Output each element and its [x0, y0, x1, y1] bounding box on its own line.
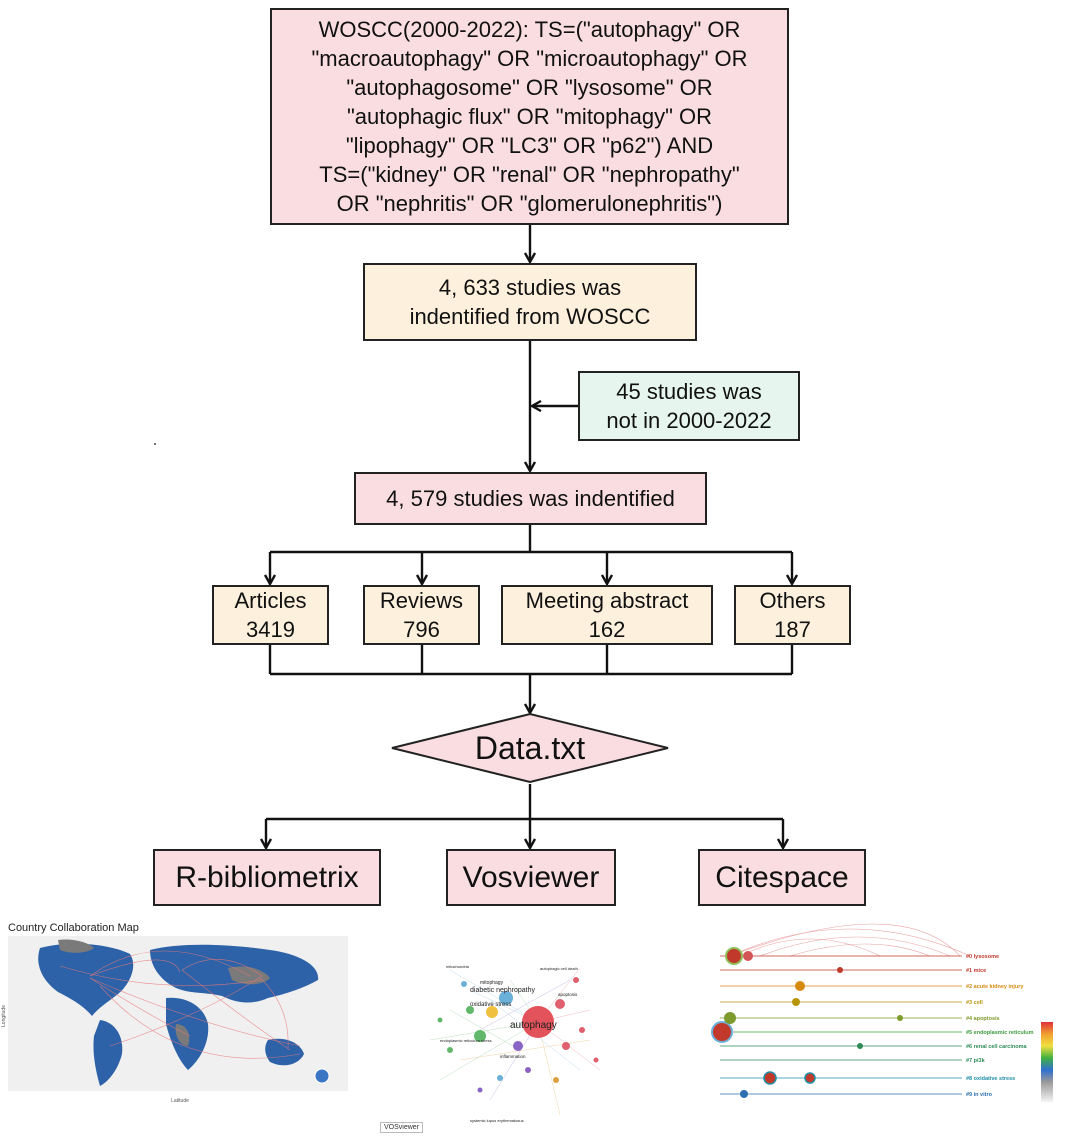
vos-word: mitochondria	[446, 964, 470, 969]
category-count: 162	[588, 617, 626, 642]
map-x-label: Latitude	[171, 1098, 189, 1104]
collaboration-links	[59, 950, 301, 1059]
category-meeting-abstract: Meeting abstract 162	[501, 585, 713, 645]
category-label: Articles	[234, 588, 307, 613]
category-reviews: Reviews 796	[363, 585, 480, 645]
query-line: "autophagosome" OR "lysosome" OR	[346, 75, 713, 100]
excluded-line: 45 studies was	[616, 379, 762, 404]
identified-box: 4, 633 studies was indentified from WOSC…	[363, 263, 697, 341]
data-diamond	[391, 712, 669, 784]
vos-nodes	[437, 977, 599, 1093]
cite-nodes	[711, 947, 903, 1098]
cite-timelines	[720, 955, 962, 1095]
identified-line: 4, 633 studies was	[438, 275, 622, 300]
data-node-label: Data.txt	[474, 729, 586, 766]
map-title: Country Collaboration Map	[8, 922, 139, 934]
query-line: "macroautophagy" OR "microautophagy" OR	[311, 46, 748, 71]
search-query-box: WOSCC(2000-2022): TS=("autophagy" OR "ma…	[270, 8, 789, 225]
cite-arcs	[729, 923, 971, 957]
query-line: OR "nephritis" OR "glomerulonephritis")	[336, 191, 723, 216]
query-line: "lipophagy" OR "LC3" OR "p62") AND	[345, 133, 714, 158]
stray-dot	[154, 443, 156, 445]
category-label: Reviews	[379, 588, 464, 613]
category-count: 3419	[246, 617, 295, 642]
vosviewer-network: autophagy diabetic nephropathy oxidative…	[429, 964, 601, 1123]
cite-cluster-label: #6 renal cell carcinoma	[966, 1044, 1027, 1050]
excluded-line: not in 2000-2022	[606, 408, 772, 433]
query-line: WOSCC(2000-2022): TS=("autophagy" OR	[318, 17, 741, 42]
tool-bibliometrix: R-bibliometrix	[153, 849, 381, 906]
cite-cluster-label: #1 mice	[966, 968, 986, 974]
cite-cluster-label: #3 cell	[966, 1000, 983, 1006]
category-count: 187	[774, 617, 811, 642]
vos-word: oxidative stress	[470, 1002, 511, 1008]
category-count: 796	[403, 617, 440, 642]
vos-word: mitophagy	[480, 980, 504, 986]
query-line: TS=("kidney" OR "renal" OR "nephropathy"	[319, 162, 740, 187]
category-articles: Articles 3419	[212, 585, 329, 645]
category-others: Others 187	[734, 585, 851, 645]
cite-cluster-label: #0 lysosome	[966, 954, 999, 960]
cite-cluster-label: #2 acute kidney injury	[966, 984, 1024, 990]
citespace-timeline: #0 lysosome #1 mice #2 acute kidney inju…	[700, 922, 1062, 1117]
vos-word: autophagic cell death	[540, 966, 578, 971]
tool-citespace: Citespace	[698, 849, 866, 906]
cite-cluster-label: #8 oxidative stress	[966, 1076, 1015, 1082]
cite-color-scale	[1041, 1022, 1053, 1102]
vos-word: apoptosis	[558, 992, 578, 997]
tool-label: R-bibliometrix	[175, 860, 359, 894]
vos-word: systemic lupus erythematosus	[470, 1118, 524, 1123]
cite-cluster-label: #9 in vitro	[966, 1092, 993, 1098]
cite-cluster-label: #7 pi3k	[966, 1058, 986, 1064]
map-logo-icon	[314, 1068, 330, 1084]
excluded-box: 45 studies was not in 2000-2022	[578, 371, 800, 441]
tool-label: Vosviewer	[462, 860, 600, 894]
vos-word: inflammation	[500, 1054, 526, 1059]
cite-cluster-label: #4 apoptosis	[966, 1016, 1000, 1022]
map-y-label: Longitude	[1, 1005, 7, 1027]
tool-vosviewer: Vosviewer	[446, 849, 616, 906]
tool-label: Citespace	[715, 860, 849, 894]
category-label: Others	[759, 588, 826, 613]
vos-word: endoplasmic reticulum stress	[440, 1038, 492, 1043]
country-collaboration-map: Latitude Longitude	[1, 936, 348, 1104]
cite-cluster-label: #5 endoplasmic reticulum	[966, 1030, 1034, 1036]
final-identified-box: 4, 579 studies was indentified	[354, 472, 707, 525]
vosviewer-logo: VOSviewer	[380, 1122, 424, 1133]
vos-word: diabetic nephropathy	[470, 987, 535, 994]
category-label: Meeting abstract	[525, 588, 689, 613]
query-line: "autophagic flux" OR "mitophagy" OR	[346, 104, 713, 129]
identified-line: indentified from WOSCC	[409, 304, 651, 329]
vos-word-autophagy: autophagy	[510, 1020, 557, 1031]
final-identified-text: 4, 579 studies was indentified	[386, 486, 675, 511]
